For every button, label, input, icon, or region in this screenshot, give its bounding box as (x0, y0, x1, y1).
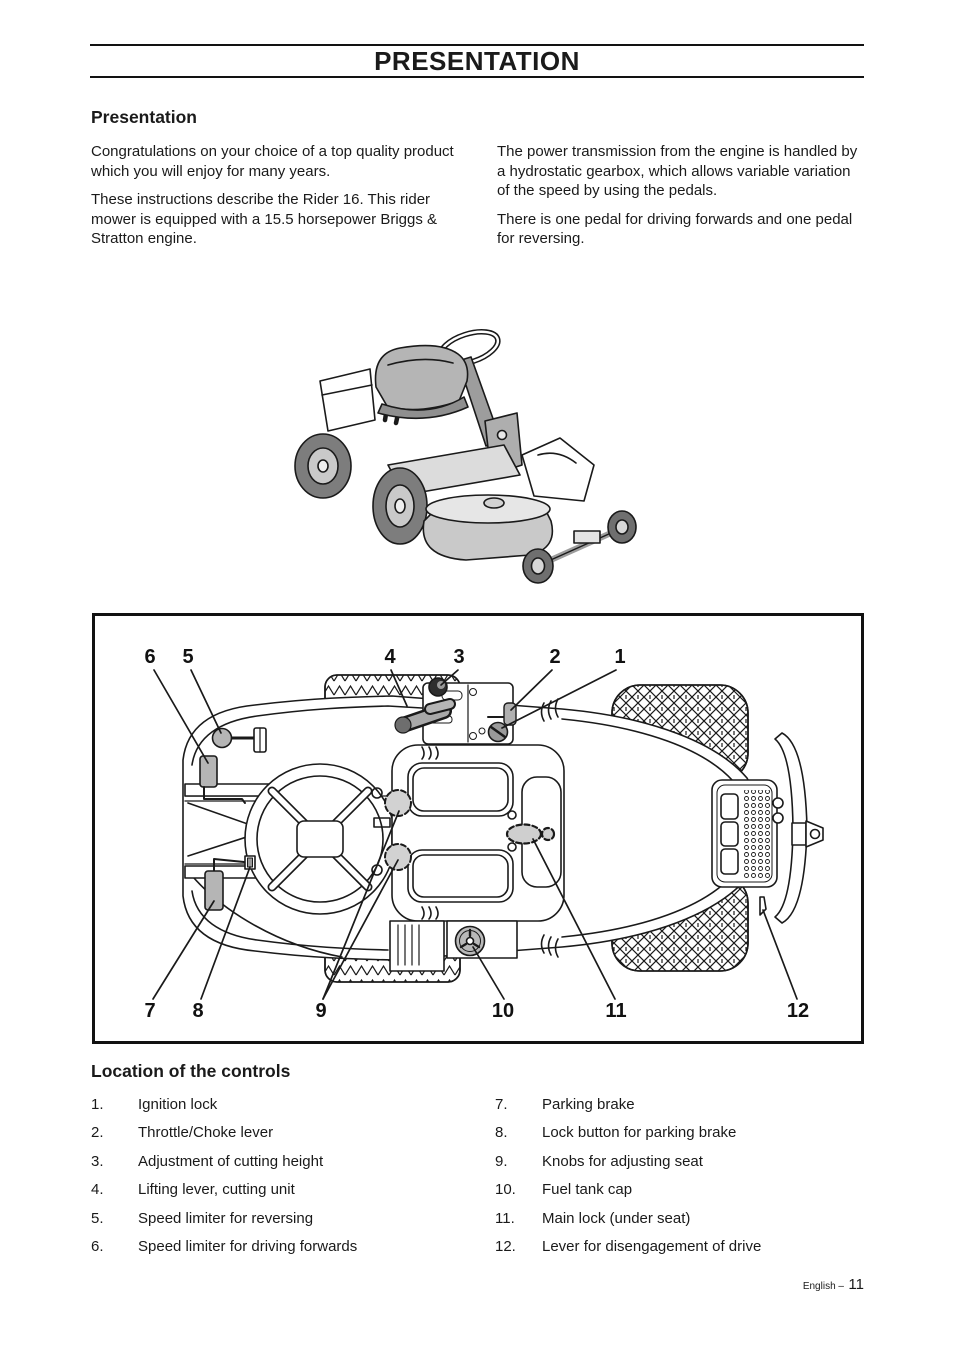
mower-perspective-illustration (288, 323, 692, 597)
controls-diagram: 6 5 4 3 2 1 7 8 9 10 11 12 (92, 613, 864, 1044)
paragraph: Congratulations on your choice of a top … (91, 143, 454, 180)
callout-11: 11 (605, 1000, 626, 1022)
callout-8: 8 (192, 1000, 203, 1022)
fuel-tank-cap (446, 920, 518, 959)
callout-9: 9 (315, 1000, 326, 1022)
step-plate (389, 920, 445, 972)
steering-wheel-topview (244, 763, 396, 915)
callout-labels: 6 5 4 3 2 1 7 8 9 10 11 12 (144, 646, 809, 1022)
item-label: Ignition lock (138, 1096, 218, 1113)
item-number: 11. (495, 1209, 515, 1227)
callout-3: 3 (453, 646, 464, 668)
intro-left-column: Congratulations on your choice of a top … (91, 142, 463, 258)
item-label: Fuel tank cap (542, 1181, 633, 1199)
list-item: 4. Lifting lever, cutting unit (91, 1181, 471, 1199)
callout-12: 12 (787, 1000, 809, 1022)
main-lock (505, 823, 556, 845)
drive-disengagement-lever (759, 896, 767, 916)
mower-perspective-svg (294, 329, 637, 584)
item-label: Knobs for adjusting seat (542, 1152, 703, 1170)
callout-10: 10 (492, 1000, 514, 1022)
speed-limiter-forwards (199, 755, 246, 804)
item-number: 10. (495, 1181, 516, 1199)
list-item: 9. Knobs for adjusting seat (495, 1152, 875, 1170)
seat (374, 344, 469, 420)
controls-diagram-svg: 6 5 4 3 2 1 7 8 9 10 11 12 (92, 613, 864, 1044)
callout-1: 1 (614, 646, 625, 668)
list-item: 10. Fuel tank cap (495, 1181, 875, 1199)
list-item: 7. Parking brake (495, 1096, 875, 1113)
list-item: 6. Speed limiter for driving forwards (91, 1237, 471, 1255)
paragraph: There is one pedal for driving forwards … (497, 210, 853, 248)
list-item: 1. Ignition lock (91, 1096, 471, 1113)
item-number: 12. (495, 1237, 516, 1255)
rear-grille (711, 779, 784, 888)
paragraph: The power transmission from the engine i… (497, 143, 858, 199)
header-rule-bottom (90, 76, 864, 78)
list-item: 11. Main lock (under seat) (495, 1209, 875, 1227)
rear-bumper (774, 732, 824, 924)
item-number: 8. (495, 1124, 508, 1142)
item-label: Lever for disengagement of drive (542, 1237, 762, 1255)
item-number: 2. (91, 1124, 104, 1142)
callout-5: 5 (182, 646, 193, 668)
item-label: Lifting lever, cutting unit (138, 1181, 295, 1199)
intro-right-column: The power transmission from the engine i… (497, 142, 867, 258)
engine-cover (319, 368, 376, 432)
item-number: 9. (495, 1152, 508, 1170)
cutting-deck (422, 494, 554, 561)
footer-page-number: 11 (848, 1276, 864, 1293)
item-number: 5. (91, 1209, 104, 1227)
callout-leader-lines (152, 669, 798, 1000)
paragraph: These instructions describe the Rider 16… (91, 191, 438, 247)
front-frame (522, 510, 637, 584)
control-panel (394, 677, 517, 745)
page-footer: English – 11 (803, 1276, 864, 1294)
footer-language: English – (802, 1281, 844, 1292)
list-item: 8. Lock button for parking brake (495, 1124, 875, 1142)
callout-7: 7 (144, 1000, 155, 1022)
seat-adjust-knobs (384, 789, 412, 871)
item-label: Speed limiter for driving forwards (138, 1237, 358, 1255)
item-label: Parking brake (542, 1096, 635, 1113)
lifting-lever (394, 698, 456, 734)
item-number: 4. (91, 1181, 104, 1199)
brand-emblem (496, 429, 508, 441)
list-item: 5. Speed limiter for reversing (91, 1209, 471, 1227)
controls-list-right: 7. Parking brake 8. Lock button for parkin… (495, 1096, 875, 1266)
list-item: 2. Throttle/Choke lever (91, 1124, 471, 1142)
header-rule-top (90, 44, 864, 46)
front-console (521, 437, 595, 502)
item-label: Throttle/Choke lever (138, 1124, 274, 1142)
callout-6: 6 (144, 646, 155, 668)
item-label: Lock button for parking brake (542, 1124, 737, 1142)
presentation-heading: Presentation (91, 107, 197, 127)
seat-topview (391, 744, 565, 922)
page-title: PRESENTATION (374, 46, 580, 76)
item-number: 1. (91, 1096, 104, 1113)
controls-list-left: 1. Ignition lock 2. Throttle/Choke lever 3… (91, 1096, 471, 1266)
item-number: 7. (495, 1096, 508, 1113)
item-label: Speed limiter for reversing (138, 1209, 314, 1227)
rear-wheels (294, 433, 428, 545)
parking-brake (204, 858, 245, 911)
cutting-height-knob (428, 677, 448, 697)
callout-4: 4 (384, 646, 396, 668)
list-item: 3. Adjustment of cutting height (91, 1152, 471, 1170)
list-item: 12. Lever for disengagement of drive (495, 1237, 875, 1255)
item-label: Adjustment of cutting height (138, 1152, 324, 1170)
speed-limiter-reversing (211, 727, 267, 753)
controls-heading: Location of the controls (91, 1061, 291, 1081)
item-number: 3. (91, 1152, 104, 1170)
callout-2: 2 (549, 646, 560, 668)
item-label: Main lock (under seat) (542, 1209, 691, 1227)
item-number: 6. (91, 1237, 104, 1255)
